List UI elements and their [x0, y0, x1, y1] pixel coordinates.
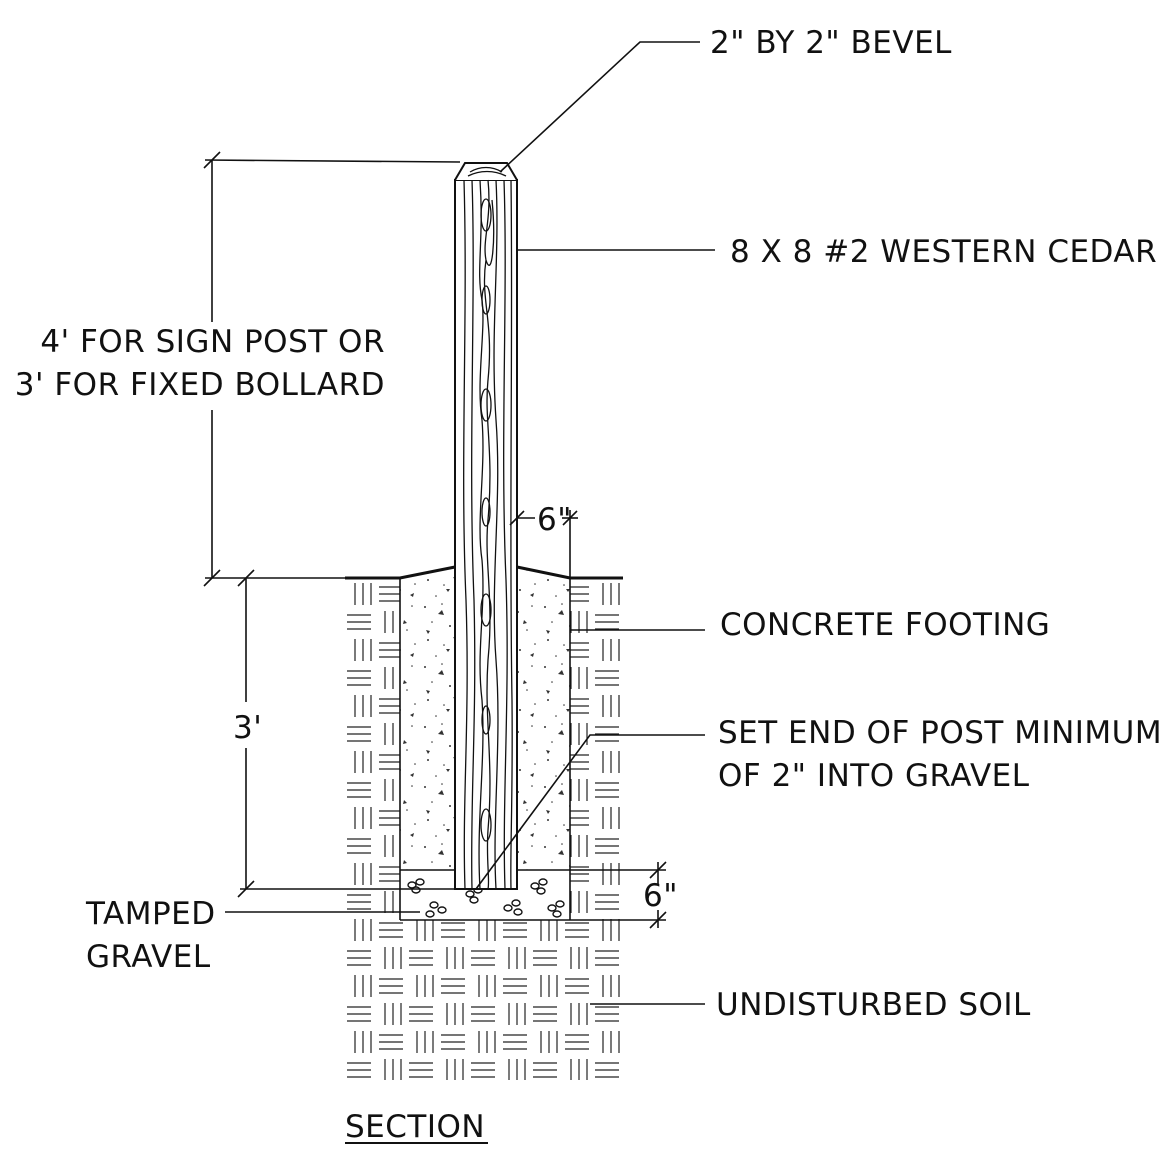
concrete-footing — [400, 568, 455, 870]
height-dimension — [203, 151, 461, 587]
set-end-label-line1: SET END OF POST MINIMUM — [718, 715, 1162, 751]
post-label: 8 X 8 #2 WESTERN CEDAR — [730, 234, 1157, 270]
gravel-label-line2: GRAVEL — [86, 939, 211, 975]
leader-lines — [225, 41, 715, 1005]
footing-label: CONCRETE FOOTING — [720, 607, 1050, 643]
cedar-post — [454, 162, 518, 890]
clearance-dimension — [509, 510, 578, 578]
section-title: SECTION — [345, 1109, 485, 1145]
gravel-depth-dimension — [570, 861, 667, 929]
bevel-label: 2" BY 2" BEVEL — [710, 25, 952, 61]
soil-label: UNDISTURBED SOIL — [716, 987, 1031, 1023]
gravel-label-line1: TAMPED — [85, 896, 216, 932]
depth-dimension — [237, 569, 455, 898]
height-label-line1: 4' FOR SIGN POST OR — [40, 324, 385, 360]
height-label-line2: 3' FOR FIXED BOLLARD — [15, 367, 385, 403]
depth-label: 3' — [233, 710, 262, 746]
set-end-label-line2: OF 2" INTO GRAVEL — [718, 758, 1030, 794]
clearance-label: 6" — [537, 502, 572, 538]
gravel-depth-label: 6" — [643, 878, 678, 914]
